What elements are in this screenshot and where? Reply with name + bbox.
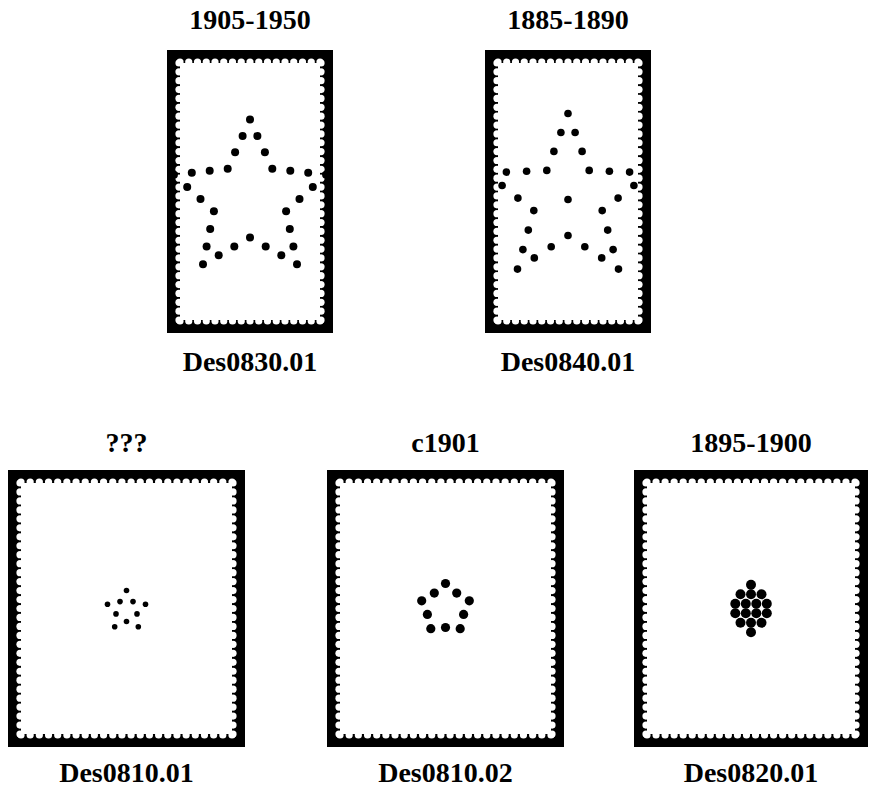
date-label: c1901 (327, 428, 564, 458)
date-label: ??? (8, 428, 245, 458)
date-label: 1895-1900 (634, 428, 868, 458)
perforated-stamp (327, 470, 564, 747)
perforated-stamp (8, 470, 245, 747)
stamp-specimen: 1905-1950Des0830.01 (167, 5, 333, 377)
stamp-specimen: ??? Des0810.01 (8, 428, 245, 788)
design-code: Des0810.02 (327, 758, 564, 788)
design-code: Des0840.01 (485, 347, 651, 377)
perforated-stamp (485, 50, 651, 333)
perforated-stamp (167, 50, 333, 333)
date-label: 1905-1950 (167, 5, 333, 35)
design-code: Des0830.01 (167, 347, 333, 377)
perforated-stamp (634, 470, 868, 747)
design-code: Des0810.01 (8, 758, 245, 788)
date-label: 1885-1890 (485, 5, 651, 35)
design-code: Des0820.01 (634, 758, 868, 788)
stamp-specimen: c1901Des0810.02 (327, 428, 564, 788)
stamp-specimen: 1885-1890Des0840.01 (485, 5, 651, 377)
stamp-specimen: 1895-1900Des0820.01 (634, 428, 868, 788)
